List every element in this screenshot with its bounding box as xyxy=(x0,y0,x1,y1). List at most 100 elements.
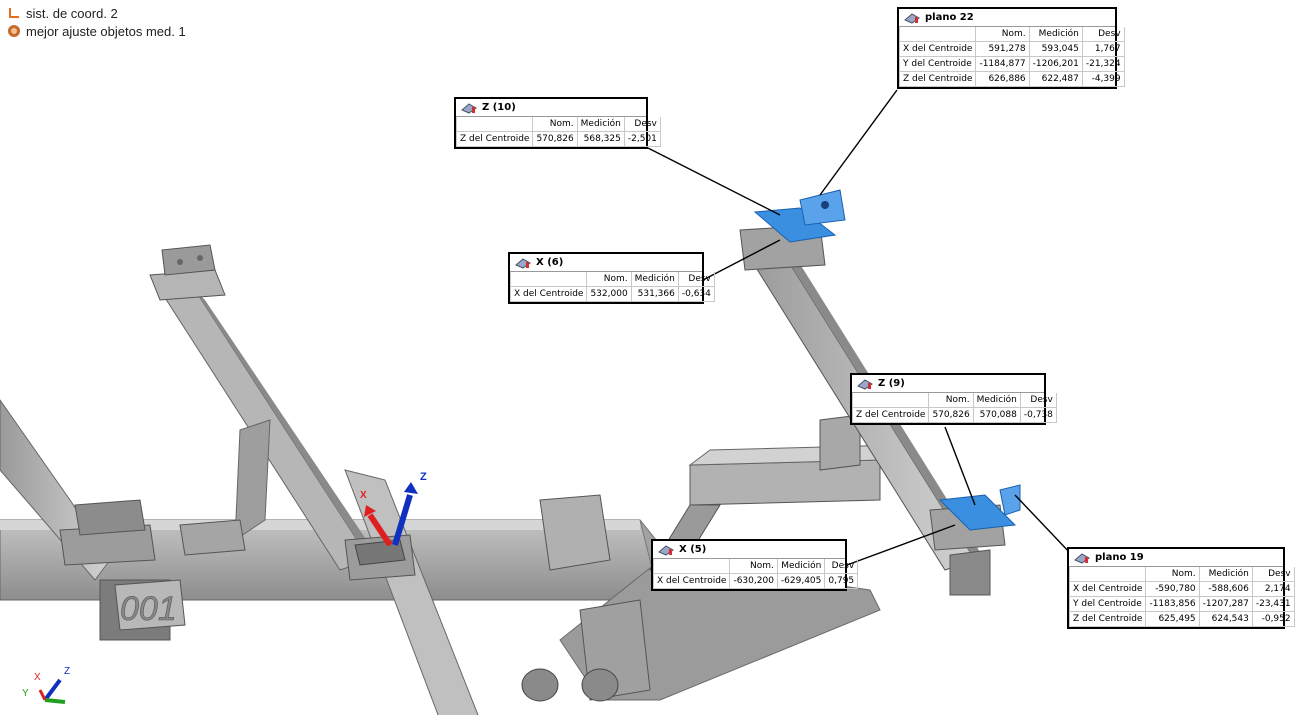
part-axis-x-label: X xyxy=(360,490,367,501)
triad-z-label: Z xyxy=(64,666,70,677)
row-label: X del Centroide xyxy=(1068,581,1147,597)
cell-nom: 625,495 xyxy=(1145,611,1200,627)
callout-header: Z (9) xyxy=(852,375,1044,393)
part-axis-z-label: Z xyxy=(420,471,427,483)
col-nom: Nom. xyxy=(729,559,778,574)
cell-medicion: 570,088 xyxy=(972,407,1021,423)
measured-surface-upper xyxy=(753,189,846,243)
tree-item-best-fit[interactable]: mejor ajuste objetos med. 1 xyxy=(6,22,186,40)
cell-desv: -0,952 xyxy=(1251,611,1295,627)
central-bracket xyxy=(521,494,651,702)
cell-medicion: -1207,287 xyxy=(1198,596,1253,612)
plane-icon xyxy=(515,257,531,269)
cell-nom: 570,826 xyxy=(532,131,578,147)
cell-nom: 570,826 xyxy=(928,407,974,423)
callout-title: X (6) xyxy=(536,257,564,268)
cell-nom: 626,886 xyxy=(975,71,1030,87)
col-desv: Desv xyxy=(677,272,715,287)
callout-header: Z (10) xyxy=(456,99,646,117)
model-tree: sist. de coord. 2 mejor ajuste objetos m… xyxy=(6,0,186,40)
col-nom: Nom. xyxy=(586,272,632,287)
col-nom: Nom. xyxy=(975,27,1030,42)
col-medicion: Medición xyxy=(776,559,826,574)
callout-header: plano 19 xyxy=(1069,549,1283,567)
cell-desv: -4,399 xyxy=(1081,71,1125,87)
tree-row-clipped xyxy=(6,0,186,4)
row-label: X del Centroide xyxy=(898,41,977,57)
col-medicion: Medición xyxy=(1198,567,1253,582)
col-nom: Nom. xyxy=(532,117,578,132)
cell-desv: 1,767 xyxy=(1081,41,1125,57)
col-nom: Nom. xyxy=(1145,567,1200,582)
measured-surface-lower xyxy=(938,484,1021,531)
row-label: Y del Centroide xyxy=(1068,596,1147,612)
cell-medicion: 622,487 xyxy=(1028,71,1083,87)
cell-nom: 532,000 xyxy=(586,286,632,302)
plane-icon xyxy=(904,12,920,24)
col-desv: Desv xyxy=(623,117,661,132)
cell-medicion: -588,606 xyxy=(1198,581,1253,597)
cell-medicion: 624,543 xyxy=(1198,611,1253,627)
col-medicion: Medición xyxy=(972,393,1021,408)
col-desv: Desv xyxy=(824,559,859,574)
cell-medicion: 531,366 xyxy=(630,286,679,302)
callout-title: plano 22 xyxy=(925,12,974,23)
plane-icon xyxy=(658,544,674,556)
view-axis-triad[interactable]: X Z Y xyxy=(20,660,80,710)
engraved-plate: 001 xyxy=(114,579,186,631)
table-row: Y del Centroide-1184,877-1206,201-21,324 xyxy=(898,56,1125,72)
cell-medicion: 568,325 xyxy=(576,131,625,147)
col-desv: Desv xyxy=(1019,393,1057,408)
cell-desv: -23,431 xyxy=(1251,596,1295,612)
callout-header: X (6) xyxy=(510,254,702,272)
plane-icon xyxy=(1074,552,1090,564)
col-medicion: Medición xyxy=(630,272,679,287)
row-label: Z del Centroide xyxy=(455,131,534,147)
col-medicion: Medición xyxy=(576,117,625,132)
best-fit-icon xyxy=(6,23,22,39)
col-desv: Desv xyxy=(1081,27,1125,42)
col-medicion: Medición xyxy=(1028,27,1083,42)
tree-item-coordinate-system[interactable]: sist. de coord. 2 xyxy=(6,4,186,22)
cell-nom: -1184,877 xyxy=(975,56,1030,72)
coordinate-system-icon xyxy=(6,5,22,21)
cell-desv: 0,795 xyxy=(824,573,859,589)
cell-nom: -1183,856 xyxy=(1145,596,1200,612)
callout-header: X (5) xyxy=(653,541,845,559)
col-nom: Nom. xyxy=(928,393,974,408)
cell-desv: 2,174 xyxy=(1251,581,1295,597)
cell-desv: -0,738 xyxy=(1019,407,1057,423)
triad-y-label: Y xyxy=(22,688,29,699)
plane-icon xyxy=(461,102,477,114)
callout-title: plano 19 xyxy=(1095,552,1144,563)
cell-nom: 591,278 xyxy=(975,41,1030,57)
row-label: X del Centroide xyxy=(652,573,731,589)
engraving-label: 001 xyxy=(120,590,177,628)
table-row: Y del Centroide-1183,856-1207,287-23,431 xyxy=(1068,596,1295,612)
cell-desv: -21,324 xyxy=(1081,56,1125,72)
cell-medicion: -1206,201 xyxy=(1028,56,1083,72)
cell-medicion: 593,045 xyxy=(1028,41,1083,57)
part-coordinate-axes: Z X xyxy=(360,471,427,547)
leader-lines xyxy=(647,89,1073,566)
row-label: Z del Centroide xyxy=(898,71,977,87)
